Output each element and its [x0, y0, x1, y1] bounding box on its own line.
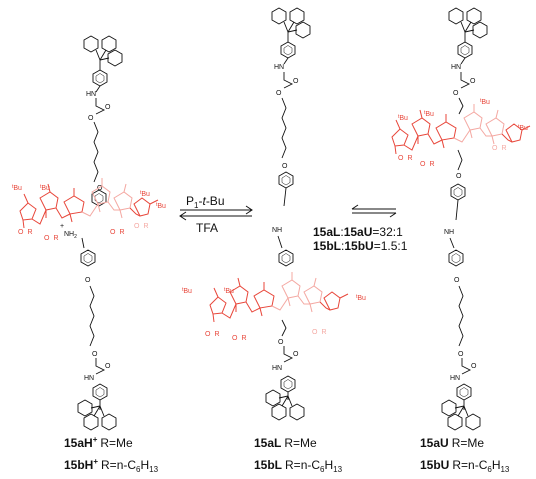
tbu-mid-3: tBu: [356, 294, 366, 302]
nh-right: NH: [444, 229, 454, 236]
phenylene-top-left: [92, 69, 108, 87]
trityl-bottom-right: [441, 399, 481, 431]
o-ester-right: O: [453, 90, 459, 97]
hn-low-right: HN: [450, 375, 460, 382]
phenylene-mid-middle: [278, 171, 294, 189]
o-carbonyl-low-right: O: [471, 363, 477, 370]
tbu-right-1: tBu: [398, 114, 408, 122]
hn-low-middle: HN: [272, 365, 282, 372]
phenylene-bottom-left: [92, 383, 108, 401]
o-carbonyl-middle: O: [293, 78, 299, 85]
nh2-plus-left: +: [60, 223, 64, 230]
calixarene-middle: [209, 271, 349, 323]
arrow-left-equilibrium: P1-t-Bu TFA: [179, 194, 253, 235]
tbu-mid-1: tBu: [182, 287, 192, 295]
phenylene-bottom-right: [456, 383, 472, 401]
phenylene-low-left: [80, 249, 96, 267]
o-ester-low-right: O: [458, 351, 464, 358]
trityl-top-right: [448, 7, 488, 39]
trityl-bottom-left: [77, 399, 117, 431]
tbu-left-4: tBu: [156, 202, 166, 210]
tbu-right-4: tBu: [518, 124, 528, 132]
tbu-right-2: tBu: [424, 110, 434, 118]
o-ether-right: O: [456, 173, 462, 180]
phenylene-mid-right: [450, 183, 466, 201]
tbu-right-3: tBu: [480, 98, 490, 106]
o-ester-low-middle: O: [278, 339, 284, 346]
o-ester-low-left: O: [92, 351, 98, 358]
label-15bH: 15bH+R=n-C6H13: [64, 457, 159, 474]
ratio-line-2: 15bL:15bU=1.5:1: [313, 239, 408, 253]
phenylene-top-right: [457, 41, 473, 59]
ratio-line-1: 15aL:15aU=32:1: [313, 225, 403, 239]
o-ether-low-right: O: [454, 277, 460, 284]
o-carbonyl-low-left: O: [105, 363, 111, 370]
o-carbonyl-left: O: [105, 104, 111, 111]
phenylene-low-middle: [278, 249, 294, 267]
calixarene-right: [391, 103, 531, 155]
tbu-left-2: tBu: [40, 184, 50, 192]
phenylene-bottom-middle: [280, 375, 296, 393]
o-carbonyl-low-middle: O: [293, 351, 299, 358]
trityl-top-middle: [271, 7, 311, 39]
o-ether-top-left: O: [97, 185, 103, 192]
trityl-top-left: [83, 35, 123, 67]
o-ether-middle: O: [282, 163, 288, 170]
reagent-forward: P1-t-Bu: [186, 194, 225, 210]
label-15aH: 15aH+R=Me: [64, 435, 133, 450]
tbu-left-3: tBu: [140, 190, 150, 198]
o-carbonyl-right: O: [470, 78, 476, 85]
trityl-bottom-middle: [265, 389, 305, 421]
phenylene-top-middle: [280, 41, 296, 59]
o-ester-left: O: [88, 115, 94, 122]
nh2-left: NH2: [64, 231, 77, 240]
hn-left: HN: [86, 91, 96, 98]
nh-middle: NH: [272, 227, 282, 234]
hn-low-left: HN: [84, 375, 94, 382]
tbu-mid-2: tBu: [224, 287, 234, 295]
phenylene-low-right: [448, 249, 464, 267]
arrow-right-equilibrium: 15aL:15aU=32:1 15bL:15bU=1.5:1: [313, 204, 408, 253]
reagent-reverse: TFA: [196, 221, 218, 235]
o-ester-middle: O: [276, 90, 282, 97]
hn-middle: HN: [274, 64, 284, 71]
hn-right: HN: [451, 64, 461, 71]
o-ether-low-left: O: [85, 277, 91, 284]
tbu-left-1: tBu: [12, 184, 22, 192]
